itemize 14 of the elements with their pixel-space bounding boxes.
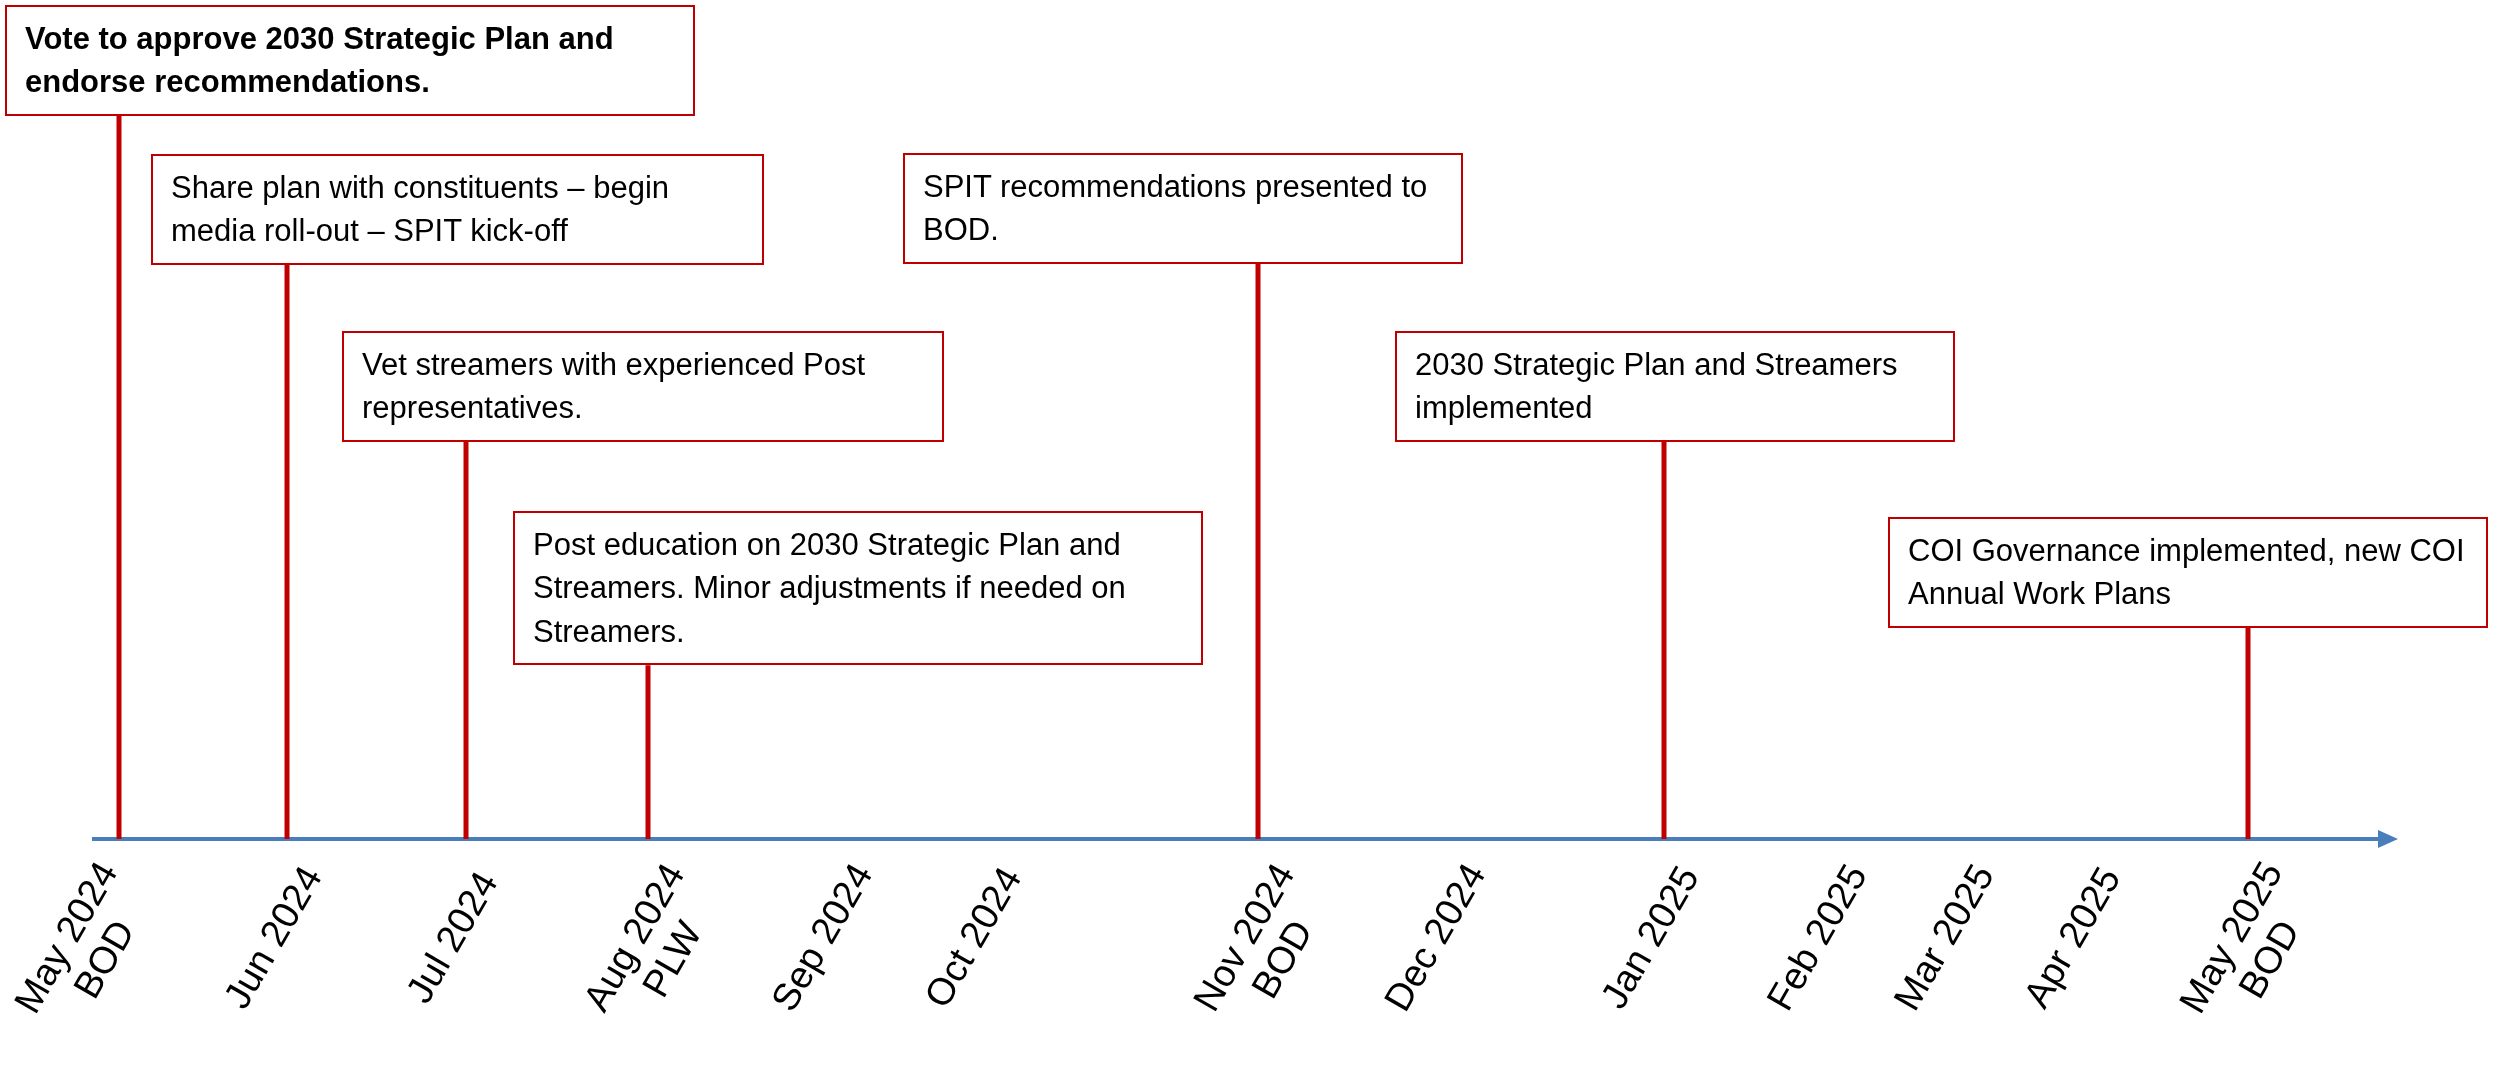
leader-line (284, 264, 290, 839)
event-callout-box: SPIT recommendations presented to BOD. (903, 153, 1463, 264)
event-callout-box: COI Governance implemented, new COI Annual Work Plans (1888, 517, 2488, 628)
leader-line (1255, 263, 1261, 839)
leader-line (2245, 627, 2251, 839)
leader-line (116, 115, 122, 839)
event-callout-box: Share plan with constituents – begin media roll-out – SPIT kick-off (151, 154, 764, 265)
leader-line (645, 665, 651, 839)
event-callout-box: 2030 Strategic Plan and Streamers implemented (1395, 331, 1955, 442)
event-callout-box: Vote to approve 2030 Strategic Plan and endorse recommendations. (5, 5, 695, 116)
leader-line (1661, 441, 1667, 839)
leader-line (463, 441, 469, 839)
event-callout-box: Vet streamers with experienced Post representatives. (342, 331, 944, 442)
event-callout-box: Post education on 2030 Strategic Plan and Streamers. Minor adjustments if needed on Streamers. (513, 511, 1203, 666)
